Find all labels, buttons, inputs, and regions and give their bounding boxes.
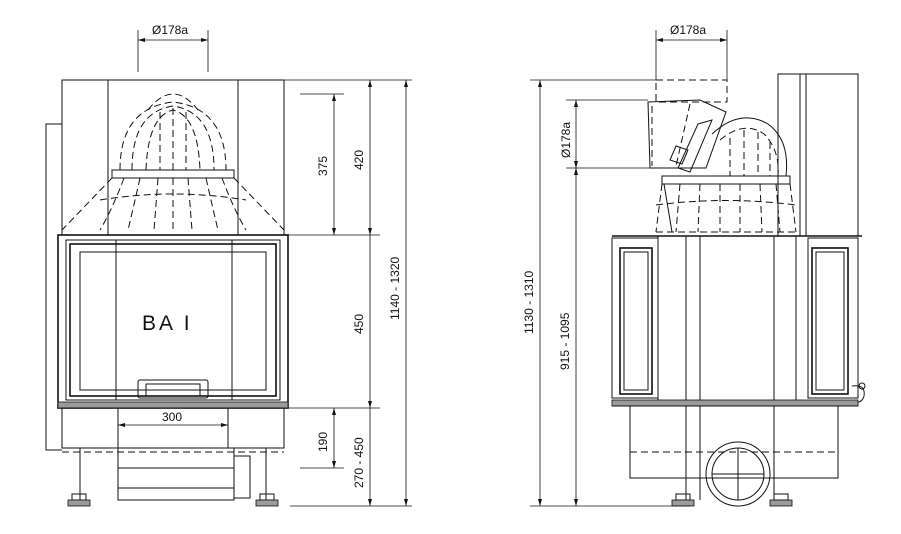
front-glass <box>79 251 267 391</box>
side-dim-915-1095: 915 - 1095 <box>558 312 572 370</box>
side-flue-collar <box>655 79 728 103</box>
front-width-label: 300 <box>162 410 182 424</box>
side-flue-elbow <box>647 99 727 169</box>
front-flue-diameter-label: Ø178a <box>152 23 188 37</box>
side-flue-diameter-top-label: Ø178a <box>670 23 706 37</box>
side-flue-diameter-side-label: Ø178a <box>559 122 573 158</box>
side-flue-side-dimension <box>566 99 650 169</box>
front-base <box>61 407 285 507</box>
model-label: BA I <box>142 312 193 335</box>
front-dim-420: 420 <box>352 150 366 170</box>
side-view: Ø178a Ø178a <box>522 23 866 507</box>
front-vertical-dimensions <box>284 79 412 507</box>
front-dim-270-450: 270 - 450 <box>352 437 366 488</box>
side-flue-top-dimension <box>655 30 728 80</box>
side-rear-wall <box>777 73 859 237</box>
front-dim-1140-1320: 1140 - 1320 <box>388 257 402 320</box>
ash-strip <box>57 401 289 409</box>
front-dome <box>61 93 285 231</box>
side-dim-1130-1310: 1130 - 1310 <box>522 271 536 334</box>
side-dome <box>655 117 797 233</box>
side-firebox-body <box>657 235 797 407</box>
front-flue-dimension <box>137 30 209 72</box>
front-view: Ø178a <box>45 23 412 507</box>
side-right-panel <box>807 237 859 399</box>
side-base <box>629 405 839 507</box>
front-dim-190: 190 <box>316 432 330 452</box>
door-handle <box>137 379 209 399</box>
side-air-intake <box>705 441 771 507</box>
front-dim-450: 450 <box>352 314 366 334</box>
side-vertical-dimensions <box>530 79 690 507</box>
front-width-dimension <box>118 423 228 427</box>
side-left-panel <box>611 237 659 399</box>
front-dim-375: 375 <box>316 156 330 176</box>
